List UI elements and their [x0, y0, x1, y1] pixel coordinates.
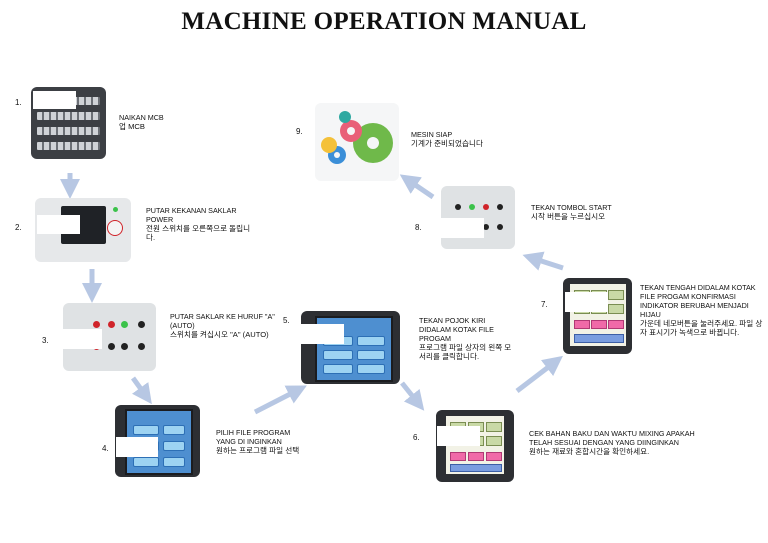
step-7-number: 7.	[541, 300, 548, 309]
step-6-label: CEK BAHAN BAKU DAN WAKTU MIXING APAKAH T…	[529, 429, 695, 447]
step-8-korean: 시작 버튼을 누르십시오	[531, 212, 606, 221]
step-1-caption: NAIKAN MCB 업 MCB	[119, 113, 199, 131]
step-4-caption: PILIH FILE PROGRAM YANG DI INGINKAN 원하는 …	[216, 428, 311, 455]
redaction-box	[565, 292, 608, 312]
step-5-korean: 프로그램 파일 상자의 왼쪽 모서리를 클릭합니다.	[419, 343, 512, 362]
step-8-number: 8.	[415, 223, 422, 232]
redaction-box	[301, 324, 344, 344]
arrow-4-5	[253, 385, 307, 415]
redaction-box	[437, 426, 480, 446]
step-2-number: 2.	[15, 223, 22, 232]
redaction-box	[60, 329, 102, 349]
step-5-caption: TEKAN POJOK KIRI DIDALAM KOTAK FILE PROG…	[419, 316, 514, 361]
step-6-number: 6.	[413, 433, 420, 442]
material-check-screen-photo	[436, 410, 514, 482]
step-9-number: 9.	[296, 127, 303, 136]
step-2-label: PUTAR KEKANAN SAKLAR POWER	[146, 206, 237, 224]
page-title: MACHINE OPERATION MANUAL	[181, 8, 587, 35]
step-4-label: PILIH FILE PROGRAM YANG DI INGINKAN	[216, 428, 291, 446]
step-9-label: MESIN SIAP	[411, 130, 453, 139]
step-6-caption: CEK BAHAN BAKU DAN WAKTU MIXING APAKAH T…	[529, 429, 699, 456]
step-3-label: PUTAR SAKLAR KE HURUF "A" (AUTO)	[170, 312, 275, 330]
redaction-box	[33, 91, 76, 109]
gears-icon	[315, 103, 399, 181]
arrow-6-7	[515, 355, 563, 393]
step-4-number: 4.	[102, 444, 109, 453]
arrow-5-6	[400, 381, 425, 411]
step-5-label: TEKAN POJOK KIRI DIDALAM KOTAK FILE PROG…	[419, 316, 494, 343]
step-3-number: 3.	[42, 336, 49, 345]
start-button-photo	[441, 186, 515, 249]
step-4-korean: 원하는 프로그램 파일 선택	[216, 446, 300, 455]
arrow-7-8	[522, 251, 564, 271]
step-9-korean: 기계가 준비되었습니다	[411, 139, 483, 148]
step-1-number: 1.	[15, 98, 22, 107]
step-2-caption: PUTAR KEKANAN SAKLAR POWER 전원 스위치를 오른쪽으로…	[146, 206, 256, 242]
step-3-korean: 스위치를 켜십시오 "A" (AUTO)	[170, 330, 269, 339]
step-6-korean: 원하는 재료와 혼합시간을 확인하세요.	[529, 447, 650, 456]
step-9-caption: MESIN SIAP 기계가 준비되었습니다	[411, 130, 521, 148]
arrow-8-9	[399, 174, 435, 200]
step-7-caption: TEKAN TENGAH DIDALAM KOTAK FILE PROGAM K…	[640, 283, 766, 337]
step-2-korean: 전원 스위치를 오른쪽으로 돌립니다.	[146, 224, 251, 243]
redaction-box	[441, 218, 484, 238]
step-8-label: TEKAN TOMBOL START	[531, 203, 612, 212]
step-1-korean: 업 MCB	[119, 122, 145, 131]
step-3-caption: PUTAR SAKLAR KE HURUF "A" (AUTO) 스위치를 켜십…	[170, 312, 285, 339]
confirm-screen-photo	[563, 278, 632, 354]
program-file-screen-photo	[301, 311, 400, 384]
step-5-number: 5.	[283, 316, 290, 325]
arrow-3-4	[130, 376, 152, 405]
step-7-korean: 가운데 네모버튼을 눌러주세요. 파일 상자 표시기가 녹색으로 바뀝니다.	[640, 319, 763, 338]
step-7-label: TEKAN TENGAH DIDALAM KOTAK FILE PROGAM K…	[640, 283, 756, 319]
redaction-box	[116, 437, 158, 457]
step-1-label: NAIKAN MCB	[119, 113, 164, 122]
redaction-box	[37, 215, 80, 234]
power-switch-photo	[35, 198, 131, 262]
step-8-caption: TEKAN TOMBOL START 시작 버튼을 누르십시오	[531, 203, 631, 221]
